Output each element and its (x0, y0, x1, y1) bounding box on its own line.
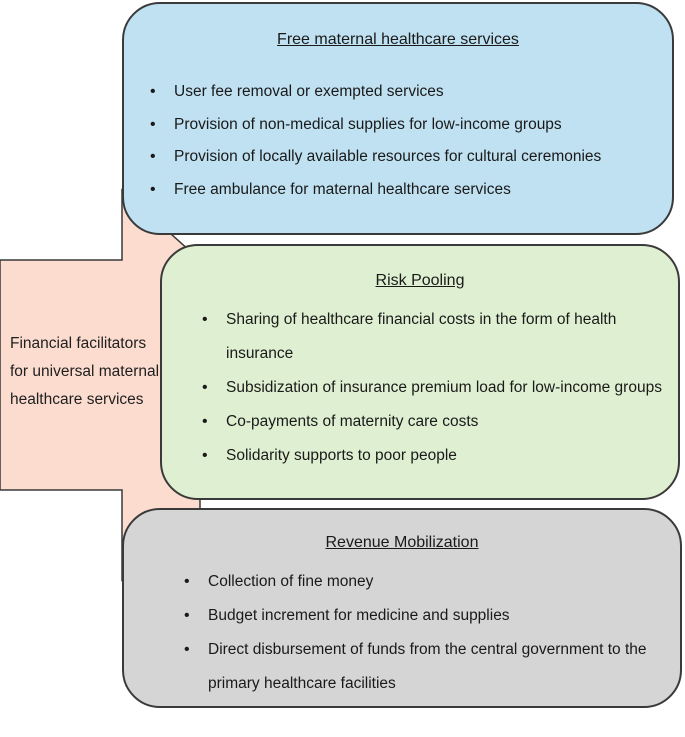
list-item: Free ambulance for maternal healthcare s… (150, 174, 660, 207)
bullet-list: Collection of fine money Budget incremen… (184, 565, 674, 701)
box-title: Free maternal healthcare services (277, 31, 519, 48)
box-title: Revenue Mobilization (325, 534, 479, 551)
risk-pooling-box: Risk Pooling Sharing of healthcare finan… (160, 244, 680, 500)
list-item: User fee removal or exempted services (150, 76, 660, 109)
list-item: Direct disbursement of funds from the ce… (184, 633, 674, 701)
left-label-line: Financial facilitators (10, 335, 147, 352)
left-label-line: for universal maternal (10, 363, 160, 380)
list-item: Budget increment for medicine and suppli… (184, 599, 674, 633)
revenue-mobilization-box: Revenue Mobilization Collection of fine … (122, 508, 682, 708)
list-item: Solidarity supports to poor people (202, 439, 677, 473)
list-item: Provision of locally available resources… (150, 141, 660, 174)
bullet-list: User fee removal or exempted services Pr… (150, 76, 660, 206)
left-label-line: healthcare services (10, 391, 144, 408)
list-item: Sharing of healthcare financial costs in… (202, 303, 677, 371)
list-item: Provision of non-medical supplies for lo… (150, 109, 660, 142)
bullet-list: Sharing of healthcare financial costs in… (202, 303, 677, 473)
box-title: Risk Pooling (375, 272, 465, 289)
financial-facilitators-label: Financial facilitators for universal mat… (10, 330, 165, 414)
list-item: Subsidization of insurance premium load … (202, 371, 677, 405)
list-item: Collection of fine money (184, 565, 674, 599)
list-item: Co-payments of maternity care costs (202, 405, 677, 439)
free-maternal-healthcare-box: Free maternal healthcare services User f… (122, 2, 674, 235)
